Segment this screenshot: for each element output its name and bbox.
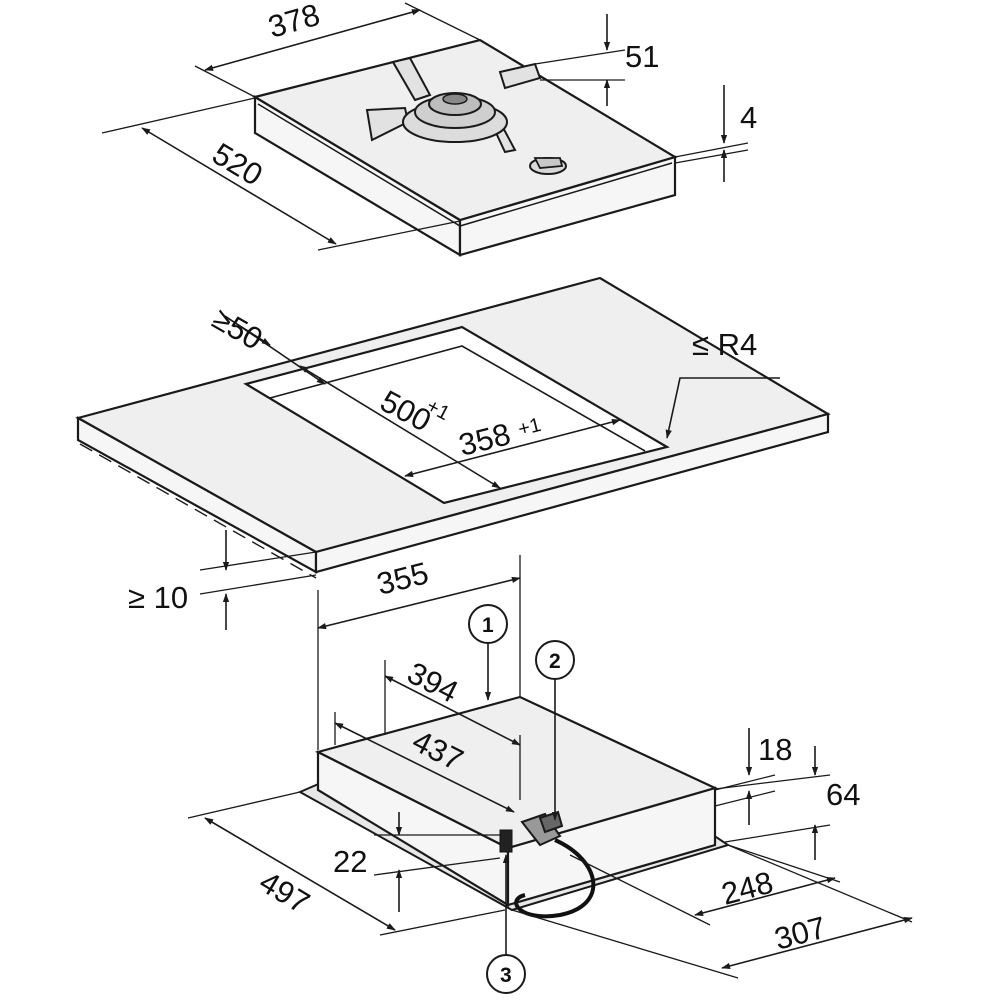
control-knob — [529, 157, 567, 175]
dim-22-label: 22 — [333, 844, 367, 879]
dim-355-label: 355 — [373, 555, 432, 601]
edge-distance-label: ≥50 — [207, 301, 269, 357]
underside-illustration: 355 394 437 18 64 22 497 — [187, 555, 913, 994]
hob-width-label: 378 — [264, 0, 323, 45]
callout-2-label: 2 — [549, 650, 561, 673]
gas-burner — [402, 92, 508, 143]
mains-cable — [514, 838, 596, 919]
hob-illustration: 378 520 51 4 — [101, 0, 757, 257]
dim-64-label: 64 — [826, 777, 860, 812]
electrical-connection — [499, 829, 513, 853]
callout-3-label: 3 — [500, 964, 512, 987]
dim-394-label: 394 — [402, 655, 464, 710]
callout-1-label: 1 — [482, 614, 494, 637]
cutout-width-tolerance: +1 — [516, 414, 543, 441]
callout-3-circle — [486, 954, 526, 994]
glass-thickness-label: 4 — [740, 100, 757, 135]
hob-depth-label: 520 — [206, 136, 268, 193]
callout-2-circle — [535, 640, 575, 680]
callout-1-circle — [468, 604, 508, 644]
dim-307-label: 307 — [771, 910, 830, 957]
burner-height-label: 51 — [625, 39, 659, 74]
min-gap-label: ≥ 10 — [128, 580, 188, 615]
dim-18-label: 18 — [758, 732, 792, 767]
worktop-illustration: ≥50 ≤ R4 500 +1 358 +1 ≥ 10 — [75, 276, 831, 630]
dim-497-label: 497 — [253, 864, 315, 921]
dim-248-label: 248 — [718, 865, 777, 912]
corner-radius-label: ≤ R4 — [692, 327, 757, 362]
